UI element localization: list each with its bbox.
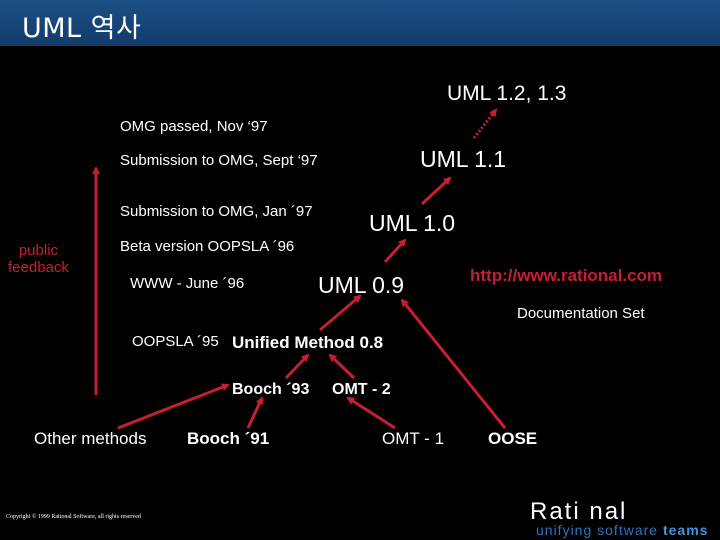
node-omt-2: OMT - 2 [332,381,391,398]
slide-title: UML 역사 [22,13,142,44]
side-label-public-feedback: public feedback [8,242,69,276]
node-unified-method: Unified Method 0.8 [232,333,384,352]
node-uml-11: UML 1.1 [420,146,507,172]
arrow-uml11-uml12 [472,108,498,139]
title-bar: UML 역사 [0,0,720,46]
rational-logo: Rati nal unifying software teams [530,498,707,538]
node-beta-oopsla: Beta version OOPSLA ´96 [120,238,295,255]
node-uml-09: UML 0.9 [318,272,405,298]
node-other-methods: Other methods [34,429,147,448]
logo-tagline: unifying software teams [536,522,708,538]
node-booch-91: Booch ´91 [187,429,270,448]
logo-tagline-text: unifying software [536,522,659,538]
arrow-uml09-uml10 [383,238,407,264]
node-uml-10: UML 1.0 [369,210,456,236]
node-submission-sept: Submission to OMG, Sept ‘97 [120,152,318,169]
node-documentation-set: Documentation Set [517,305,645,322]
node-uml-12-13: UML 1.2, 1.3 [447,82,567,105]
arrow-omt1 [346,396,396,430]
arrow-booch91 [246,396,264,429]
arrow-omt2-um08 [328,353,356,380]
node-submission-jan: Submission to OMG, Jan ´97 [120,203,313,220]
arrow-oose [400,298,507,429]
arrow-other-methods [117,383,230,430]
logo-teams: teams [662,522,709,538]
node-booch-93: Booch ´93 [232,381,310,398]
node-omg-passed: OMG passed, Nov ‘97 [120,118,268,135]
arrow-um08-uml09 [319,294,362,332]
link-rational-url[interactable]: http://www.rational.com [470,266,663,285]
node-oopsla-95: OOPSLA ´95 [132,333,219,350]
arrow-booch93-um08 [284,353,310,380]
logo-wordmark: Rati nal [530,498,628,525]
copyright-text: Copyright © 1999 Rational Software, all … [6,514,141,520]
node-omt-1: OMT - 1 [382,429,445,448]
node-oose: OOSE [488,429,538,448]
arrow-uml10-uml11 [420,176,452,206]
node-www-june: WWW - June ´96 [130,275,245,292]
